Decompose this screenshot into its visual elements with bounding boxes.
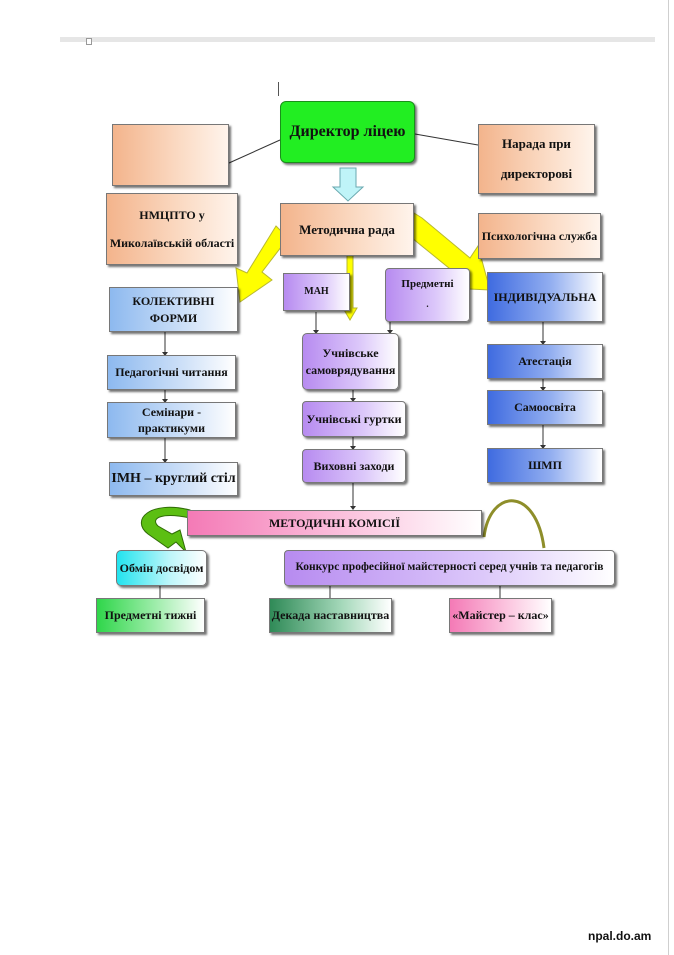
student-self-gov-label-1: Учнівське	[322, 346, 379, 361]
curve-arc-icon	[482, 499, 546, 549]
meeting-label-1: Нарада при	[502, 136, 571, 152]
methodical-council-label: Методична рада	[299, 221, 395, 237]
seminars-label: Семінари - практикуми	[138, 404, 205, 435]
subjects-box: Предметні .	[385, 268, 470, 322]
educational-events-label: Виховні заходи	[313, 458, 395, 473]
nmcpo-label-1: НМЦПТО у	[139, 207, 205, 222]
collective-forms-box: КОЛЕКТИВНІ ФОРМИ	[109, 287, 238, 332]
subject-weeks-label: Предметні тижні	[104, 608, 197, 623]
self-education-box: Самоосвіта	[487, 390, 603, 425]
line-director-blank	[228, 139, 281, 164]
attestation-box: Атестація	[487, 344, 603, 379]
master-class-label: «Майстер – клас»	[452, 608, 549, 623]
contest-label: Конкурс професійної майстерності серед у…	[295, 561, 604, 574]
imn-box: ІМН – круглий стіл	[109, 462, 238, 496]
director-label: Директор ліцею	[289, 123, 406, 141]
master-class-box: «Майстер – клас»	[449, 598, 552, 633]
man-box: МАН	[283, 273, 350, 311]
collective-forms-label: КОЛЕКТИВНІ ФОРМИ	[132, 294, 215, 325]
arrow-down-cyan-icon	[331, 167, 365, 202]
psych-service-box: Психологічна служба	[478, 213, 601, 259]
anchor-mark-icon	[86, 38, 92, 45]
subjects-label-2: .	[426, 298, 429, 309]
methodical-commissions-box: МЕТОДИЧНІ КОМІСІЇ	[187, 510, 482, 536]
seminars-box: Семінари - практикуми	[107, 402, 236, 438]
student-self-gov-box: Учнівське самоврядування	[302, 333, 399, 390]
mentoring-decade-box: Декада наставництва	[269, 598, 392, 633]
experience-exchange-label: Обмін досвідом	[119, 560, 204, 575]
student-self-gov-label-2: самоврядування	[305, 362, 396, 377]
shmp-label: ШМП	[528, 458, 562, 473]
nmcpo-box: НМЦПТО у Миколаївській області	[106, 193, 238, 265]
ped-readings-box: Педагогічні читання	[107, 355, 236, 390]
individual-label: ІНДИВІДУАЛЬНА	[493, 289, 597, 304]
self-education-label: Самоосвіта	[514, 400, 576, 415]
subjects-label-1: Предметні	[401, 278, 454, 290]
meeting-box: Нарада при директорові	[478, 124, 595, 194]
line-director-meeting	[414, 133, 479, 146]
mentoring-decade-label: Декада наставництва	[271, 608, 390, 623]
blank-box	[112, 124, 229, 186]
imn-label: ІМН – круглий стіл	[111, 470, 236, 486]
page-top-bar	[60, 37, 655, 42]
contest-box: Конкурс професійної майстерності серед у…	[284, 550, 615, 586]
meeting-label-2: директорові	[500, 166, 573, 181]
page-right-edge	[668, 0, 669, 955]
shmp-box: ШМП	[487, 448, 603, 483]
nmcpo-label-2: Миколаївській області	[109, 236, 235, 250]
watermark-text: npal.do.am	[588, 929, 652, 943]
attestation-label: Атестація	[518, 354, 572, 369]
text-cursor	[278, 82, 279, 96]
ped-readings-label: Педагогічні читання	[115, 365, 228, 380]
educational-events-box: Виховні заходи	[302, 449, 406, 483]
curve-arrow-green-icon	[141, 506, 191, 554]
methodical-commissions-label: МЕТОДИЧНІ КОМІСІЇ	[268, 515, 401, 530]
individual-box: ІНДИВІДУАЛЬНА	[487, 272, 603, 322]
man-label: МАН	[304, 286, 329, 298]
subject-weeks-box: Предметні тижні	[96, 598, 205, 633]
methodical-council-box: Методична рада	[280, 203, 414, 256]
student-clubs-box: Учнівські гуртки	[302, 401, 406, 437]
psych-service-label: Психологічна служба	[481, 228, 598, 243]
director-box: Директор ліцею	[280, 101, 415, 163]
connector-lines	[159, 133, 544, 598]
experience-exchange-box: Обмін досвідом	[116, 550, 207, 586]
student-clubs-label: Учнівські гуртки	[306, 411, 402, 426]
